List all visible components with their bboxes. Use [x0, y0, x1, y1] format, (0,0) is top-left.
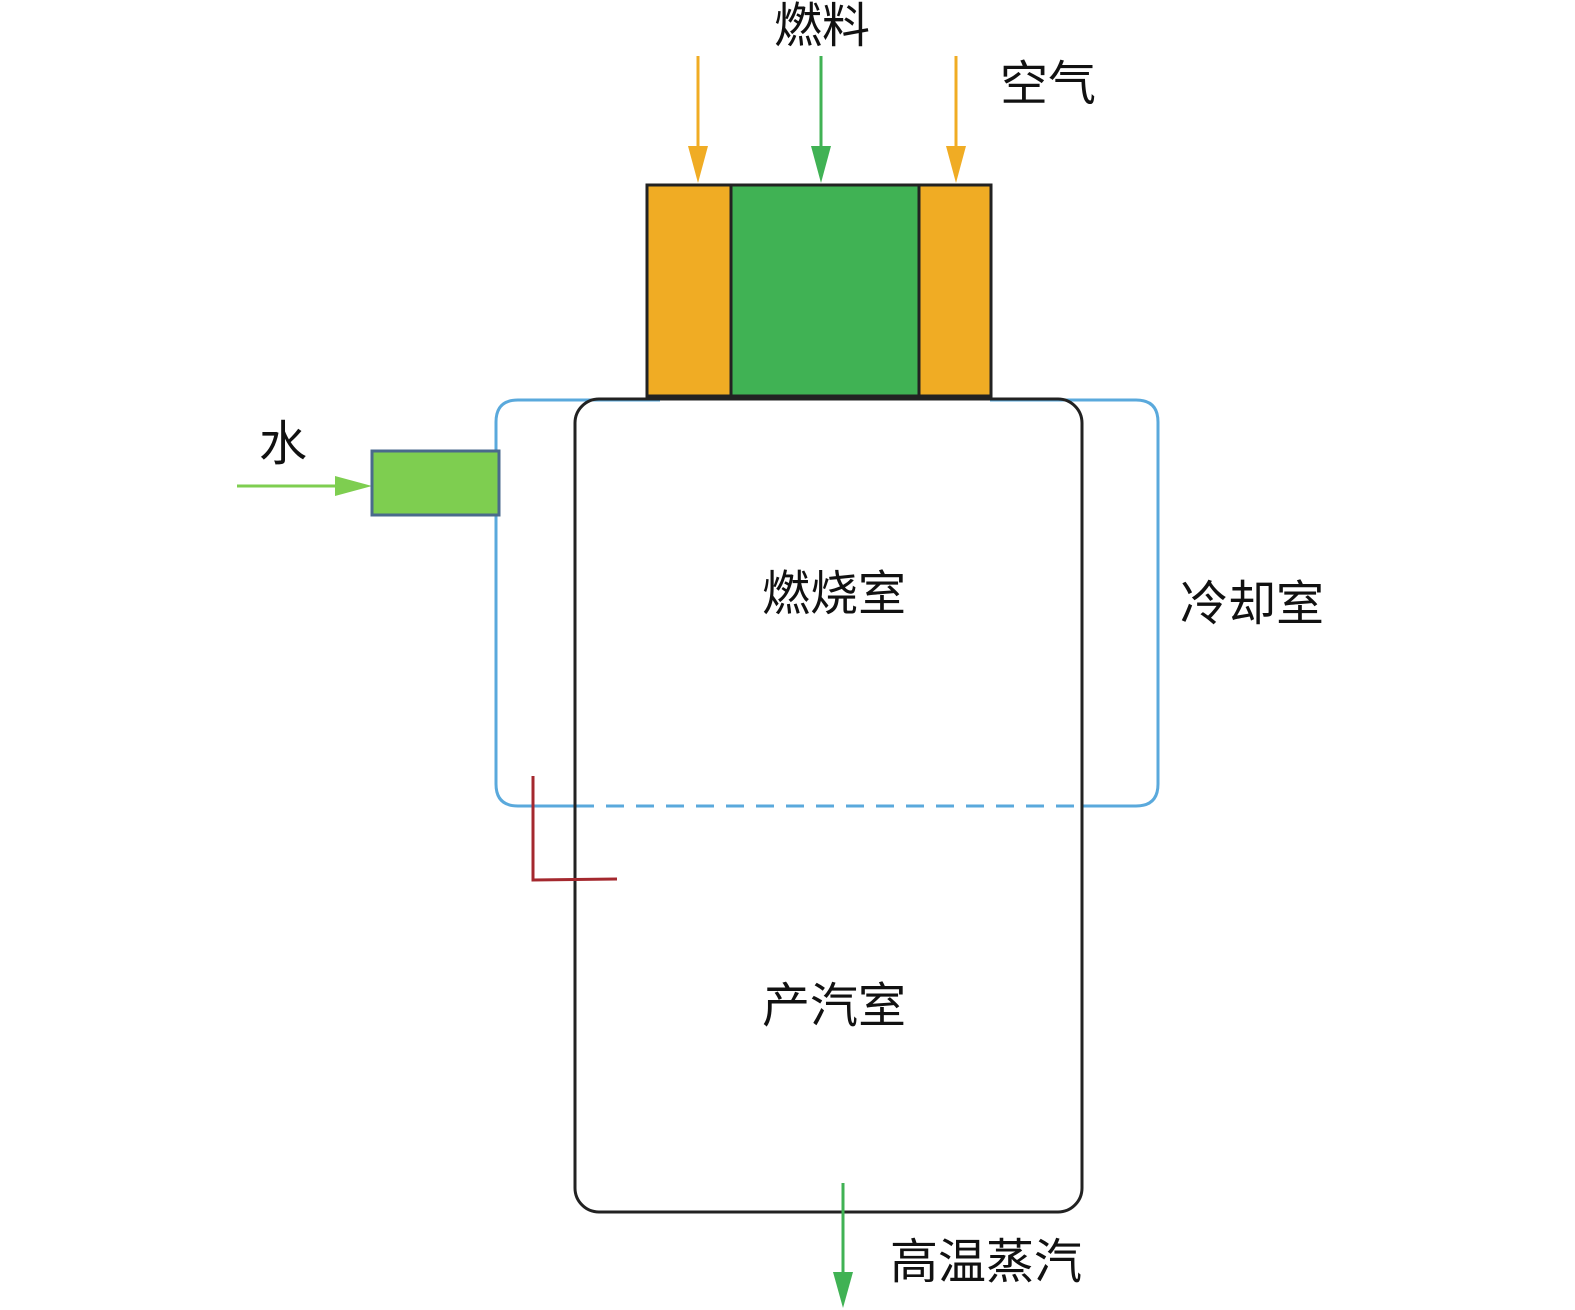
air-arrow-right [946, 56, 966, 183]
fuel-label: 燃料 [774, 0, 871, 54]
cooling-chamber-outline-right [990, 398, 1160, 808]
steam-chamber-label: 产汽室 [762, 978, 907, 1034]
water-inlet-box [370, 449, 501, 517]
fuel-arrow [811, 56, 831, 183]
cooling-chamber-label: 冷却室 [1180, 576, 1325, 632]
water-label: 水 [259, 416, 308, 472]
steam-output-arrow [833, 1183, 853, 1308]
red-marker-line [531, 776, 618, 882]
cooling-chamber-outline [494, 398, 660, 808]
air-inlet-left [645, 183, 733, 398]
water-arrow [237, 476, 372, 496]
air-arrow-left [688, 56, 708, 183]
combustion-chamber-label: 燃烧室 [762, 566, 907, 622]
main-chamber-outline [573, 397, 1084, 1214]
output-steam-label: 高温蒸汽 [890, 1234, 1083, 1290]
air-inlet-right [917, 183, 993, 398]
air-label: 空气 [1000, 56, 1097, 112]
fuel-inlet [729, 183, 921, 398]
